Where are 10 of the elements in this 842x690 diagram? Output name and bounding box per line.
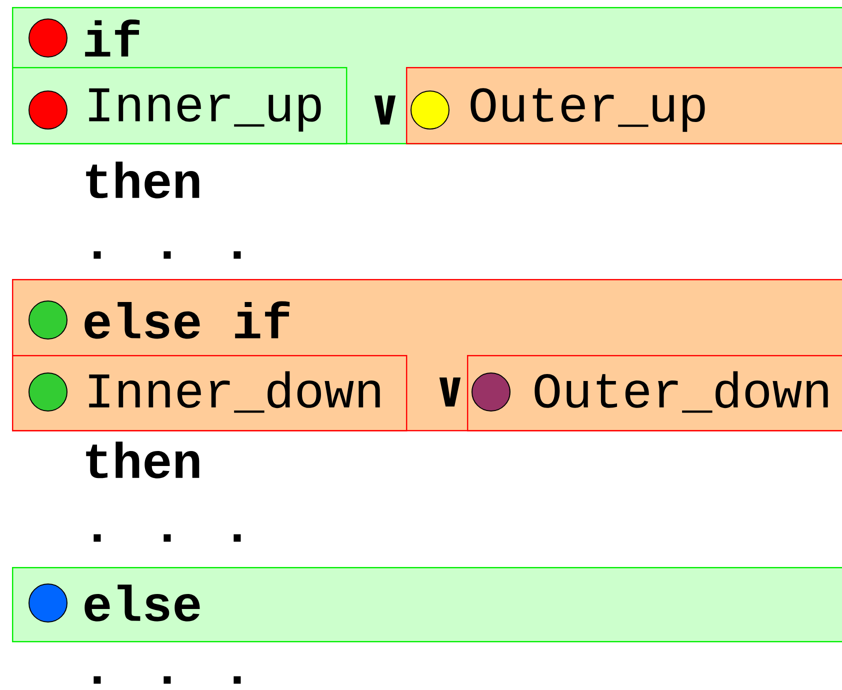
condition-box: Inner_down (12, 355, 408, 432)
condition-box: Outer_down (467, 355, 842, 432)
ellipsis: . . . (94, 534, 241, 542)
keyword: then (86, 442, 200, 478)
condition-box: Outer_up (406, 67, 842, 144)
or-symbol: ∨ (439, 378, 461, 406)
or-symbol: ∨ (374, 96, 396, 124)
condition-band: else (12, 567, 842, 642)
condition-box: Inner_up (12, 67, 348, 144)
ellipsis: . . . (94, 251, 241, 259)
